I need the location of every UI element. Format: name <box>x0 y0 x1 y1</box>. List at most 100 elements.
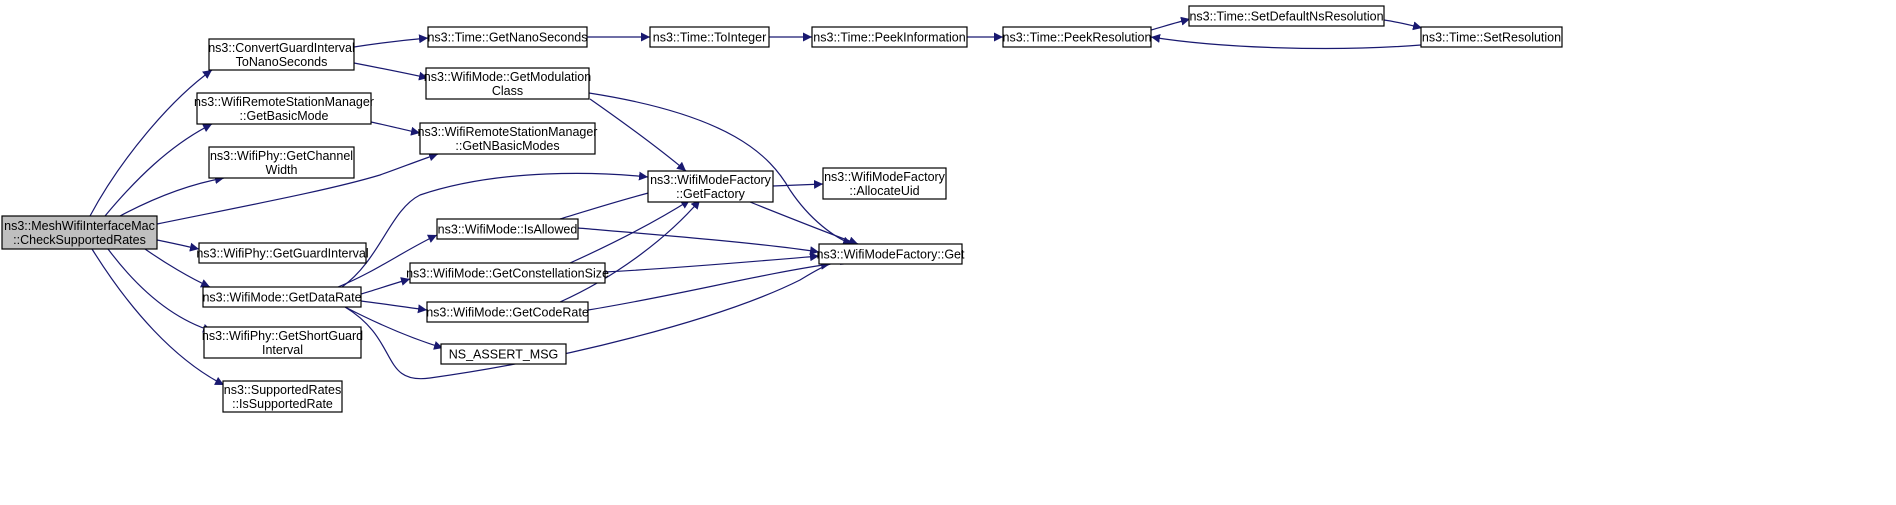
node-box <box>222 380 343 413</box>
node-root[interactable]: ns3::MeshWifiInterfaceMac::CheckSupporte… <box>1 215 158 250</box>
edge-getdatarate-to-nsassertmsg <box>344 306 444 350</box>
edge-getfactory-to-factoryget <box>749 201 859 246</box>
node-box <box>1420 26 1563 48</box>
node-label: ::GetBasicMode <box>240 109 329 123</box>
node-nsassertmsg[interactable]: NS_ASSERT_MSG <box>440 343 567 365</box>
edge-getdatarate-to-getfactory <box>341 171 649 288</box>
node-box <box>436 218 579 240</box>
edge-getfactory-to-allocateuid <box>772 179 824 189</box>
node-label: ns3::Time::GetNanoSeconds <box>427 31 587 45</box>
node-label: ns3::WifiModeFactory <box>824 170 946 184</box>
edge-peekresolution-to-setdefaultns <box>1150 16 1191 31</box>
node-box <box>1002 26 1152 48</box>
edge-setdefaultns-to-setresolution <box>1383 19 1423 31</box>
node-getbasicmode[interactable]: ns3::WifiRemoteStationManager::GetBasicM… <box>194 92 374 125</box>
edge-root-to-getbasicmode <box>104 123 213 217</box>
node-tointeger[interactable]: ns3::Time::ToInteger <box>649 26 770 48</box>
node-label: ns3::WifiPhy::GetGuardInterval <box>196 247 368 261</box>
node-box <box>409 262 606 284</box>
edge-setresolution-to-peekresolution <box>1150 33 1422 50</box>
node-label: Width <box>266 163 298 177</box>
node-allocateuid[interactable]: ns3::WifiModeFactory::AllocateUid <box>822 167 947 200</box>
edge-root-to-getchannelwidth <box>119 175 225 217</box>
node-box <box>202 286 362 308</box>
node-label: ns3::WifiMode::IsAllowed <box>438 223 578 237</box>
node-getcoderate[interactable]: ns3::WifiMode::GetCodeRate <box>426 301 589 323</box>
node-box <box>196 92 372 125</box>
node-label: ns3::WifiMode::GetModulation <box>424 70 591 84</box>
node-box <box>208 38 355 71</box>
node-box <box>1188 5 1385 27</box>
node-issupportedrate[interactable]: ns3::SupportedRates::IsSupportedRate <box>222 380 343 413</box>
edge-getdatarate-to-getconstellationsize <box>360 277 411 295</box>
node-label: ns3::WifiModeFactory::Get <box>817 248 965 262</box>
edge-getdatarate-to-getcoderate <box>360 300 428 314</box>
node-label: ns3::Time::ToInteger <box>653 31 766 45</box>
node-label: Interval <box>262 343 303 357</box>
node-setresolution[interactable]: ns3::Time::SetResolution <box>1420 26 1563 48</box>
node-getnbasicmodes[interactable]: ns3::WifiRemoteStationManager::GetNBasic… <box>418 122 598 155</box>
edge-getcoderate-to-getfactory <box>559 199 701 303</box>
node-setdefaultns[interactable]: ns3::Time::SetDefaultNsResolution <box>1188 5 1385 27</box>
node-label: ::GetNBasicModes <box>455 139 559 153</box>
node-box <box>203 326 362 359</box>
node-peekinformation[interactable]: ns3::Time::PeekInformation <box>811 26 968 48</box>
edge-getconstellationsize-to-factoryget <box>604 252 820 273</box>
edge-root-to-issupportedrate <box>91 248 225 386</box>
node-getdatarate[interactable]: ns3::WifiMode::GetDataRate <box>202 286 362 308</box>
node-label: ns3::WifiMode::GetCodeRate <box>426 306 589 320</box>
node-label: ns3::Time::PeekResolution <box>1003 31 1152 45</box>
node-label: ns3::WifiPhy::GetChannel <box>210 149 353 163</box>
nodes-layer: ns3::MeshWifiInterfaceMac::CheckSupporte… <box>1 5 1563 413</box>
edge-convert-to-getnanoseconds <box>353 34 429 48</box>
node-peekresolution[interactable]: ns3::Time::PeekResolution <box>1002 26 1152 48</box>
node-box <box>818 243 963 265</box>
edge-root-to-getguardinterval <box>156 239 200 252</box>
node-box <box>811 26 968 48</box>
node-label: ns3::Time::SetDefaultNsResolution <box>1189 10 1383 24</box>
node-factoryget[interactable]: ns3::WifiModeFactory::Get <box>817 243 965 265</box>
node-box <box>1 215 158 250</box>
node-label: ns3::SupportedRates <box>224 383 341 397</box>
node-box <box>647 170 774 203</box>
node-getnanoseconds[interactable]: ns3::Time::GetNanoSeconds <box>427 26 588 48</box>
node-box <box>425 67 590 100</box>
edge-isallowed-to-getfactory <box>559 187 661 220</box>
edge-isallowed-to-factoryget <box>577 227 820 256</box>
edge-getconstellationsize-to-getfactory <box>569 199 691 264</box>
node-label: ns3::WifiPhy::GetShortGuard <box>202 329 363 343</box>
node-label: ns3::MeshWifiInterfaceMac <box>4 219 155 233</box>
node-isallowed[interactable]: ns3::WifiMode::IsAllowed <box>436 218 579 240</box>
node-getguardinterval[interactable]: ns3::WifiPhy::GetGuardInterval <box>196 242 369 264</box>
edge-getdatarate-to-factoryget <box>344 256 851 380</box>
node-label: ::IsSupportedRate <box>232 397 333 411</box>
node-label: NS_ASSERT_MSG <box>449 348 559 362</box>
edge-getcoderate-to-factoryget <box>587 260 831 311</box>
edge-getdatarate-to-isallowed <box>337 234 438 288</box>
edge-root-to-getnbasicmodes <box>156 152 439 225</box>
node-box <box>198 242 367 264</box>
node-label: ns3::WifiRemoteStationManager <box>194 95 374 109</box>
node-box <box>419 122 596 155</box>
node-label: ToNanoSeconds <box>236 55 328 69</box>
node-label: Class <box>492 84 523 98</box>
node-box <box>208 146 355 179</box>
node-box <box>427 26 588 48</box>
node-label: ::AllocateUid <box>849 184 919 198</box>
node-getfactory[interactable]: ns3::WifiModeFactory::GetFactory <box>647 170 774 203</box>
node-label: ns3::Time::PeekInformation <box>813 31 965 45</box>
edge-root-to-getshortguard <box>107 248 213 333</box>
edges-layer <box>89 16 1423 386</box>
node-label: ::CheckSupportedRates <box>13 233 146 247</box>
node-getconstellationsize[interactable]: ns3::WifiMode::GetConstellationSize <box>406 262 609 284</box>
edge-root-to-getdatarate <box>144 248 211 288</box>
edge-getbasicmode-to-getnbasicmodes <box>370 121 421 136</box>
node-label: ::GetFactory <box>676 187 746 201</box>
node-label: ns3::WifiMode::GetDataRate <box>202 291 361 305</box>
node-box <box>822 167 947 200</box>
